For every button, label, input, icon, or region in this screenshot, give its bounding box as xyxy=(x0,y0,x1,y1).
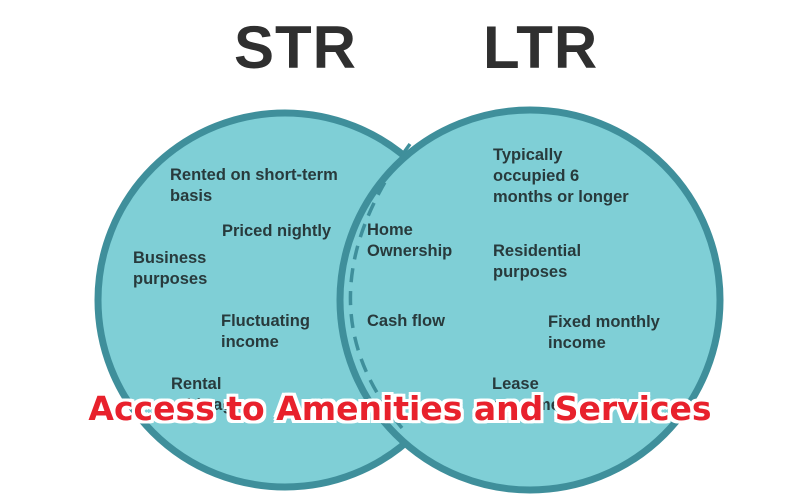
str-item-rented-short-term: Rented on short-term basis xyxy=(170,166,338,205)
shared-item-home-ownership: Home Ownership xyxy=(367,221,453,260)
ltr-title: LTR xyxy=(483,14,599,81)
ltr-item-residential-purposes: Residential purposes xyxy=(493,242,582,281)
ltr-item-occupied-6-months: Typically occupied 6 months or longer xyxy=(493,146,629,206)
ltr-circle xyxy=(336,106,724,494)
ltr-item-lease-agreement: Lease agreement xyxy=(492,375,576,414)
str-title: STR xyxy=(234,14,357,81)
str-item-priced-nightly: Priced nightly xyxy=(222,222,332,240)
overlay-caption: Access to Amenities and Services xyxy=(88,389,712,428)
str-item-fluctuating-income: Fluctuating income xyxy=(221,312,310,351)
overlap-divider xyxy=(348,142,412,430)
str-item-business-purposes: Business purposes xyxy=(133,249,208,288)
str-item-rental-arbitrage: Rental arbitrage xyxy=(171,375,242,414)
ltr-item-fixed-monthly-income: Fixed monthly income xyxy=(548,313,660,352)
shared-item-cash-flow: Cash flow xyxy=(367,312,445,330)
